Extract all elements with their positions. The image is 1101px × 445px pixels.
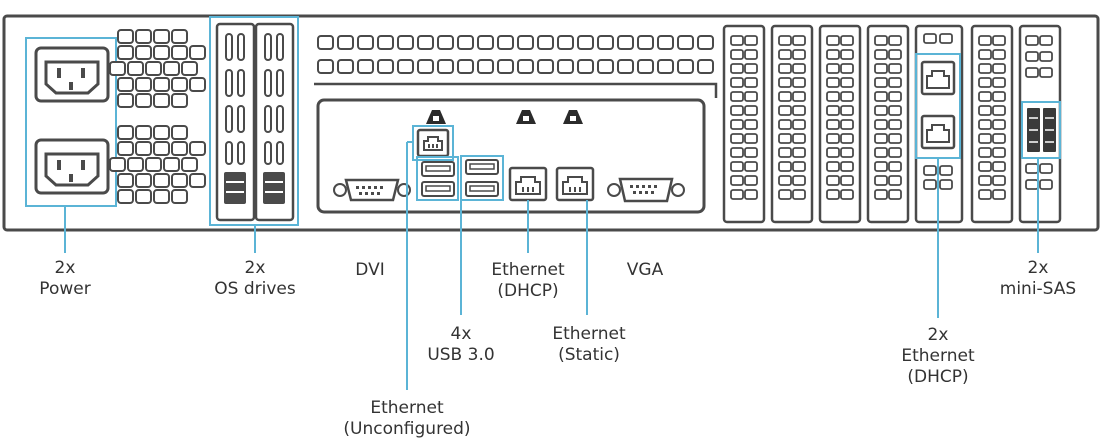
usb-highlight-box [416, 156, 459, 201]
mini-sas-label: 2x mini-SAS [999, 258, 1077, 299]
usb-port-icon [465, 181, 499, 197]
ethernet-unconfigured-label: Ethernet (Unconfigured) [343, 398, 471, 439]
io-shield-rail [314, 82, 718, 98]
ethernet-port-icon [416, 128, 450, 158]
network-card [914, 24, 964, 224]
ethernet-dhcp-2x-label: 2x Ethernet (DHCP) [901, 325, 975, 387]
ethernet-port-icon [508, 166, 548, 202]
expansion-slot [866, 24, 910, 224]
usb-highlight-box [460, 155, 504, 201]
expansion-slot [818, 24, 862, 224]
expansion-slot [970, 24, 1014, 224]
usb-port-icon [465, 159, 499, 175]
os-drive-bays [209, 16, 299, 226]
network-indicator-icon [563, 110, 583, 124]
power-highlight-box [25, 37, 117, 207]
expansion-slots [722, 24, 1014, 224]
dvi-label: DVI [355, 260, 385, 280]
ethernet-port-icon [920, 60, 956, 96]
sas-card [1018, 24, 1062, 224]
power-socket-icon [34, 46, 110, 103]
expansion-slot [722, 24, 766, 224]
mini-sas-port-icon [1027, 108, 1056, 152]
power-label: 2x Power [39, 258, 91, 299]
vga-port-icon [607, 177, 685, 203]
drive-bay-icon [254, 22, 295, 222]
power-socket-icon [34, 138, 110, 195]
ethernet-port-icon [920, 114, 956, 150]
network-indicator-icon [516, 110, 536, 124]
drive-bay-icon [215, 22, 256, 222]
os-drives-label: 2x OS drives [214, 258, 296, 299]
network-indicator-icon [426, 110, 446, 124]
ethernet-port-icon [555, 166, 595, 202]
io-panel [316, 98, 706, 214]
ethernet-dhcp-label: Ethernet (DHCP) [491, 260, 565, 301]
power-supply-group [25, 29, 206, 207]
vga-label: VGA [626, 260, 664, 280]
usb-label: 4x USB 3.0 [427, 324, 495, 365]
ethernet-static-label: Ethernet (Static) [552, 324, 626, 365]
mini-sas-highlight-box [1021, 101, 1061, 159]
usb-port-icon [421, 181, 455, 197]
usb-port-icon [421, 161, 455, 177]
expansion-slot [770, 24, 814, 224]
